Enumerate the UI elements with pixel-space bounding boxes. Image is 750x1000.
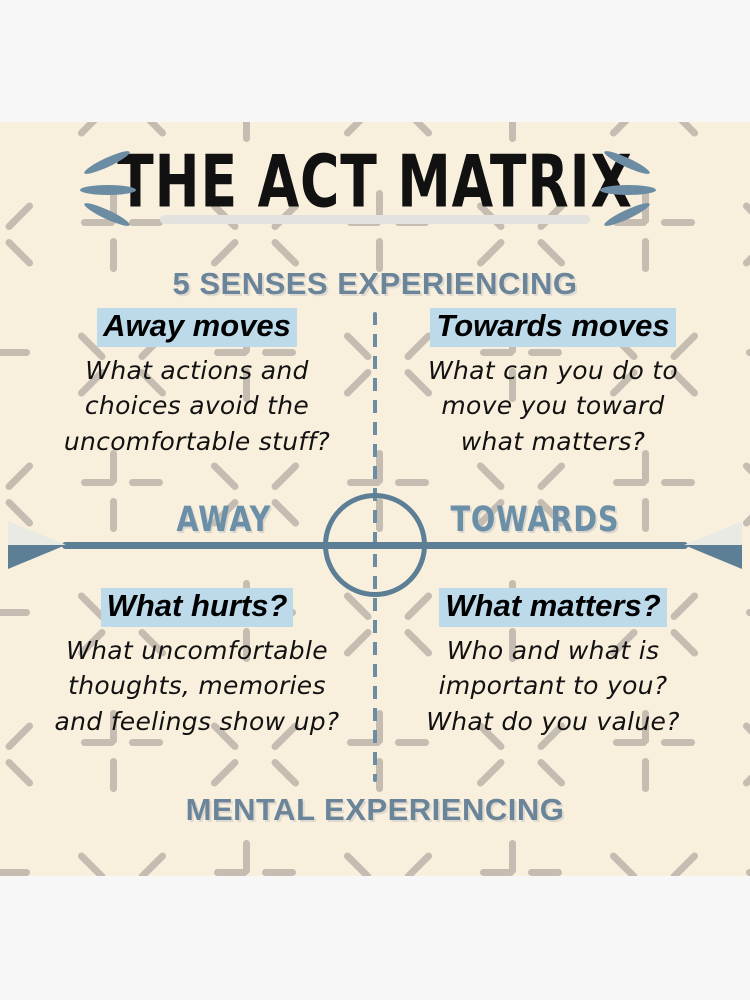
x-motif-icon [0, 710, 35, 792]
plus-motif-icon [0, 840, 30, 876]
center-circle [323, 493, 427, 597]
plus-motif-icon [480, 840, 562, 876]
axis-label-away: AWAY [176, 500, 272, 540]
quadrant-body: What can you do to move you toward what … [394, 353, 712, 460]
plus-motif-icon [214, 840, 296, 876]
quadrant-body: What uncomfortable thoughts, memories an… [38, 633, 356, 740]
plus-motif-icon [613, 450, 695, 532]
x-motif-icon [608, 122, 700, 142]
plus-motif-icon [214, 122, 296, 142]
x-motif-icon [0, 450, 35, 532]
x-motif-icon [608, 840, 700, 876]
quadrant-body-line: move you toward [441, 391, 665, 421]
quadrant-body-line: What uncomfortable [66, 635, 328, 665]
axis-label-towards: TOWARDS [450, 500, 620, 540]
plus-motif-icon [746, 320, 750, 402]
plus-motif-icon [81, 450, 163, 532]
plus-motif-icon [0, 580, 30, 662]
plus-motif-icon [746, 580, 750, 662]
top-section-header: 5 SENSES EXPERIENCING [172, 266, 578, 301]
quadrant-body-line: What do you value? [426, 706, 680, 736]
plus-motif-icon [746, 840, 750, 876]
quadrant-body-line: What actions and [85, 355, 309, 385]
quadrant-body: Who and what is important to you? What d… [394, 633, 712, 740]
quadrant-body-line: choices avoid the [84, 391, 310, 421]
bottom-section-header: MENTAL EXPERIENCING [185, 792, 565, 827]
quadrant-what-hurts: What hurts? What uncomfortable thoughts,… [38, 588, 356, 739]
quadrant-title: What matters? [439, 588, 667, 627]
page-title: THE ACT MATRIX [117, 140, 633, 225]
sparkle-left-icon [78, 144, 168, 234]
quadrant-title: Away moves [97, 308, 297, 347]
quadrant-body-line: thoughts, memories [68, 671, 326, 701]
plus-motif-icon [746, 122, 750, 142]
x-motif-icon [342, 122, 434, 142]
quadrant-body-line: what matters? [460, 426, 646, 456]
plus-motif-icon [480, 122, 562, 142]
sparkle-right-icon [598, 144, 688, 234]
quadrant-body: What actions and choices avoid the uncom… [38, 353, 356, 460]
x-motif-icon [76, 122, 168, 142]
title-block: THE ACT MATRIX [0, 146, 750, 218]
plus-motif-icon [0, 320, 30, 402]
title-underline [160, 215, 590, 224]
quadrant-body-line: important to you? [438, 671, 668, 701]
plus-motif-icon [0, 122, 30, 142]
quadrant-towards-moves: Towards moves What can you do to move yo… [394, 308, 712, 459]
quadrant-away-moves: Away moves What actions and choices avoi… [38, 308, 356, 459]
act-matrix-poster: THE ACT MATRIX 5 SENSES EXPERIENCING MEN… [0, 122, 750, 876]
x-motif-icon [741, 450, 750, 532]
x-motif-icon [76, 840, 168, 876]
quadrant-body-line: What can you do to [428, 355, 678, 385]
quadrant-title: Towards moves [430, 308, 676, 347]
quadrant-what-matters: What matters? Who and what is important … [394, 588, 712, 739]
quadrant-title: What hurts? [100, 588, 294, 627]
quadrant-body-line: and feelings show up? [54, 706, 340, 736]
x-motif-icon [342, 840, 434, 876]
x-motif-icon [741, 710, 750, 792]
quadrant-body-line: uncomfortable stuff? [63, 426, 331, 456]
quadrant-body-line: Who and what is [446, 635, 660, 665]
